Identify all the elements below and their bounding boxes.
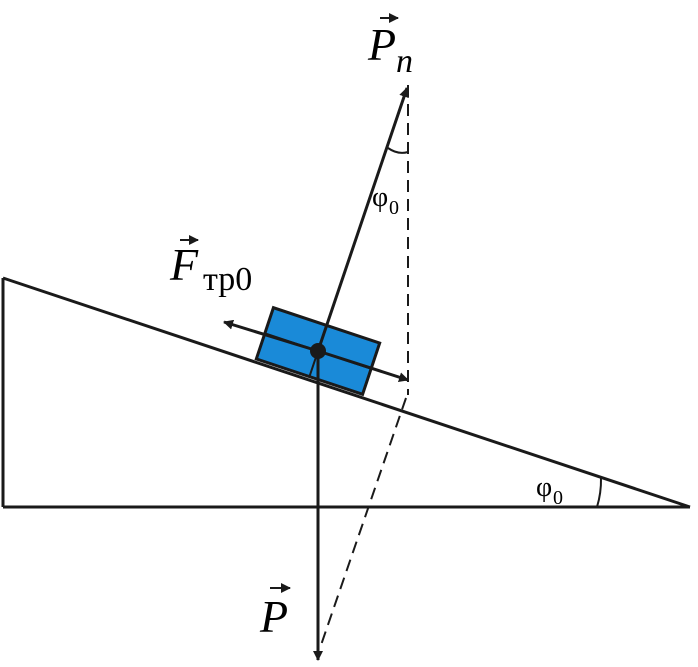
label-weight: P: [259, 583, 291, 642]
dashed-reaction-extension: [319, 397, 407, 649]
friction-vector-left: [223, 319, 319, 353]
phi-bottom: φ: [536, 472, 552, 503]
label-normal-force: P n: [367, 13, 413, 80]
p-letter: P: [259, 591, 288, 642]
center-of-mass-dot: [310, 343, 326, 359]
pn-letter: P: [367, 19, 396, 70]
label-angle-top: φ 0: [372, 182, 399, 219]
pn-subscript: n: [396, 43, 413, 80]
label-angle-bottom: φ 0: [536, 472, 563, 509]
inclined-plane: [1, 276, 691, 509]
ftr-letter: F: [169, 239, 199, 290]
label-friction-force: F тр0: [169, 235, 252, 298]
angle-arc-top: [387, 147, 409, 154]
angle-arc-incline: [596, 477, 603, 508]
plane-slope: [2, 276, 691, 509]
phi-top: φ: [372, 182, 388, 213]
ftr-subscript: тр0: [203, 261, 252, 298]
normal-force-vector: [316, 87, 409, 352]
phi-top-subscript: 0: [389, 197, 399, 219]
friction-vector-right: [317, 349, 409, 382]
phi-bottom-subscript: 0: [553, 487, 563, 509]
